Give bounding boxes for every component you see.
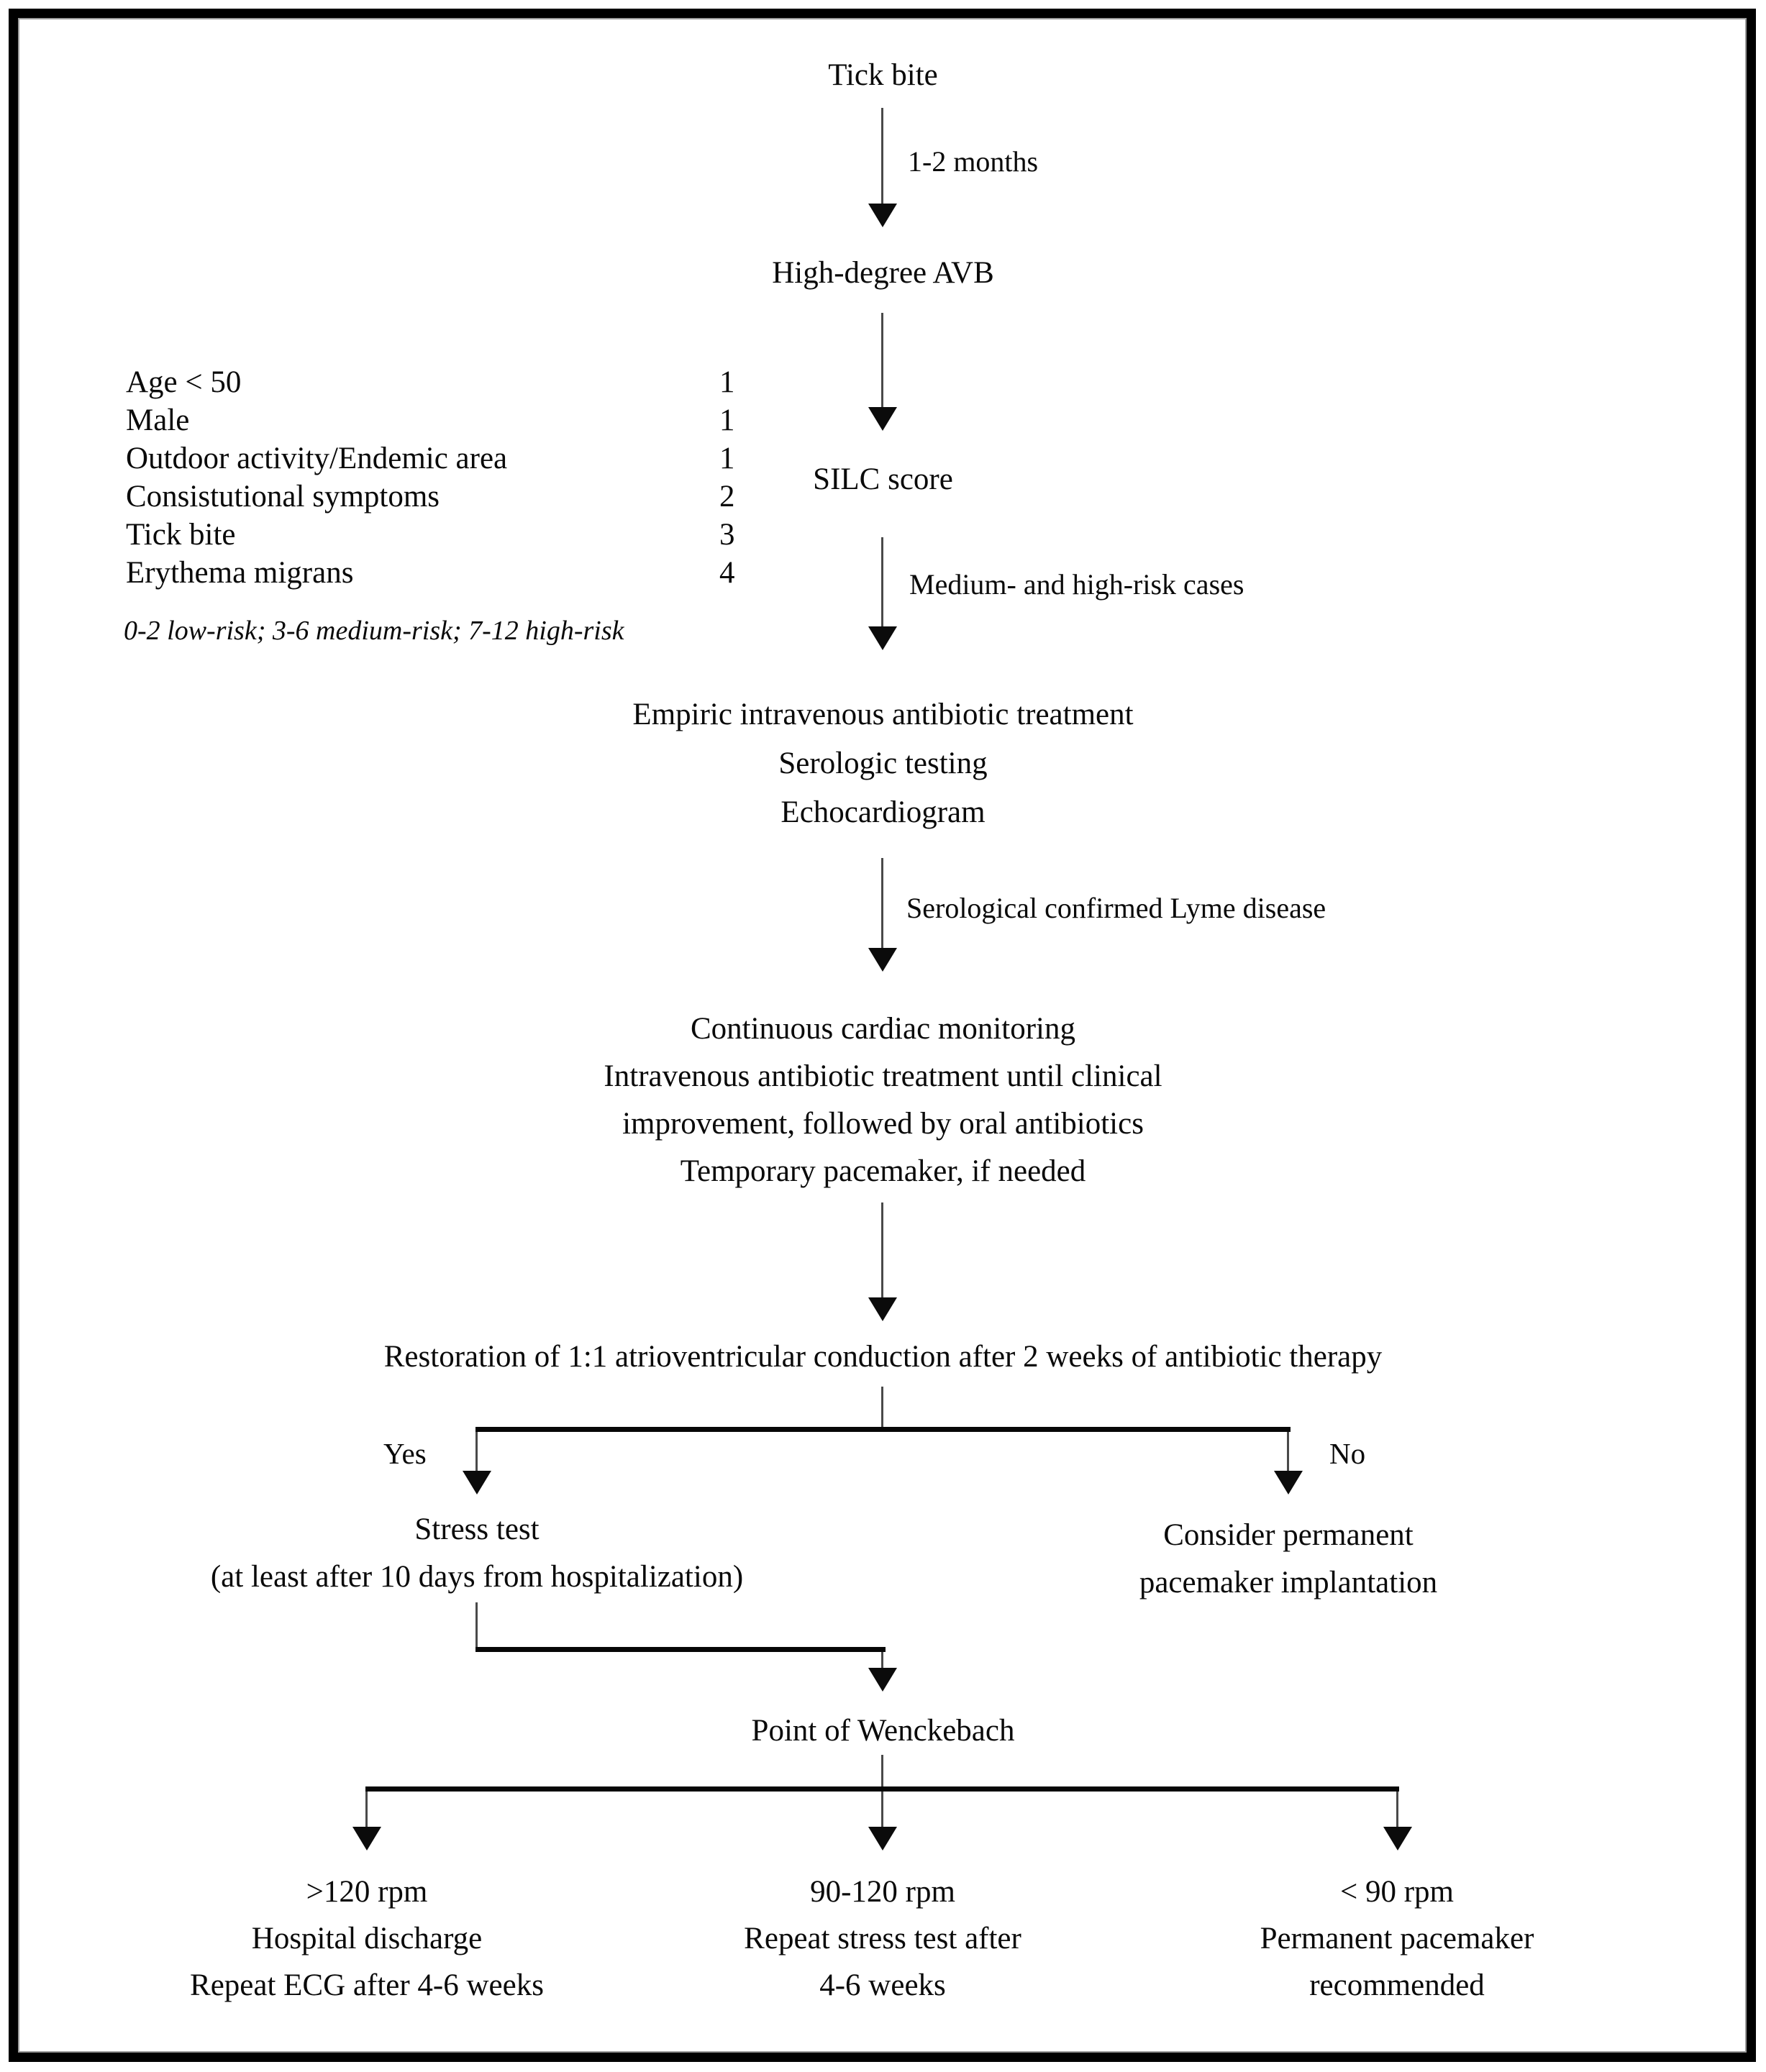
monitoring-line: improvement, followed by oral antibiotic… bbox=[622, 1107, 1144, 1141]
wenckebach-stub-line bbox=[881, 1755, 883, 1788]
edge-label-1-2-months: 1-2 months bbox=[908, 145, 1039, 178]
silc-row-label: Male bbox=[126, 403, 190, 437]
yes-branch-head bbox=[463, 1471, 491, 1494]
outcome-left-head bbox=[352, 1827, 381, 1850]
silc-criteria-points: 1 1 1 2 3 4 bbox=[719, 363, 735, 592]
outcome-gt120-line: >120 rpm bbox=[306, 1875, 428, 1909]
consider-pacemaker-line: pacemaker implantation bbox=[1139, 1566, 1438, 1599]
empiric-line: Serologic testing bbox=[778, 747, 988, 780]
elbow-arrow-line bbox=[881, 1652, 883, 1669]
outcome-right-head bbox=[1383, 1827, 1412, 1850]
silc-row-label: Consistutional symptoms bbox=[126, 480, 440, 514]
outcome-gt120-line: Repeat ECG after 4-6 weeks bbox=[190, 1968, 544, 2002]
outcome-gt120-line: Hospital discharge bbox=[251, 1922, 483, 1955]
elbow-horizontal-line bbox=[475, 1647, 886, 1652]
node-silc-score: SILC score bbox=[813, 462, 953, 496]
silc-row-points: 1 bbox=[719, 403, 735, 437]
node-monitoring: Continuous cardiac monitoring Intravenou… bbox=[0, 1005, 1766, 1195]
arrow-tick-to-avb-head bbox=[868, 204, 897, 227]
outcome-middle-line bbox=[881, 1792, 883, 1828]
outcome-middle-head bbox=[868, 1827, 897, 1850]
stress-test-line: Stress test bbox=[414, 1512, 540, 1546]
figure-border bbox=[9, 9, 1756, 2062]
stress-test-line: (at least after 10 days from hospitaliza… bbox=[210, 1560, 744, 1594]
arrow-avb-to-silc-line bbox=[881, 313, 883, 409]
node-empiric-treatment: Empiric intravenous antibiotic treatment… bbox=[0, 690, 1766, 837]
node-consider-pacemaker: Consider permanent pacemaker implantatio… bbox=[1037, 1512, 1540, 1607]
arrow-treatment-to-monitoring-head bbox=[868, 948, 897, 972]
consider-pacemaker-line: Consider permanent bbox=[1163, 1518, 1414, 1552]
split-horizontal-line bbox=[475, 1427, 1291, 1432]
silc-row-points: 2 bbox=[719, 480, 735, 514]
no-branch-line bbox=[1287, 1432, 1289, 1472]
silc-row-points: 4 bbox=[719, 556, 735, 590]
monitoring-line: Continuous cardiac monitoring bbox=[690, 1012, 1076, 1046]
edge-label-medium-high-risk: Medium- and high-risk cases bbox=[909, 568, 1244, 601]
outcome-90-120-line: 90-120 rpm bbox=[810, 1875, 955, 1909]
no-branch-head bbox=[1274, 1471, 1303, 1494]
node-tick-bite: Tick bite bbox=[828, 58, 938, 92]
empiric-line: Echocardiogram bbox=[780, 795, 986, 829]
silc-row-label: Erythema migrans bbox=[126, 556, 354, 590]
node-restoration-decision: Restoration of 1:1 atrioventricular cond… bbox=[383, 1340, 1383, 1374]
monitoring-line: Intravenous antibiotic treatment until c… bbox=[604, 1059, 1162, 1093]
outcome-right-line bbox=[1396, 1792, 1398, 1828]
arrow-tick-to-avb-line bbox=[881, 108, 883, 205]
silc-risk-legend: 0-2 low-risk; 3-6 medium-risk; 7-12 high… bbox=[124, 616, 624, 646]
arrow-monitoring-to-restoration-head bbox=[868, 1297, 897, 1321]
outcome-lt90-line: < 90 rpm bbox=[1339, 1875, 1455, 1909]
edge-label-yes: Yes bbox=[383, 1437, 427, 1470]
monitoring-line: Temporary pacemaker, if needed bbox=[680, 1154, 1086, 1188]
node-wenckebach: Point of Wenckebach bbox=[751, 1714, 1015, 1748]
silc-row-label: Age < 50 bbox=[126, 365, 242, 399]
node-outcome-gt120: >120 rpm Hospital discharge Repeat ECG a… bbox=[115, 1868, 619, 2009]
silc-row-points: 1 bbox=[719, 442, 735, 475]
outcome-lt90-line: recommended bbox=[1309, 1968, 1485, 2002]
split-stub-line bbox=[881, 1387, 883, 1428]
edge-label-serological-confirmed: Serological confirmed Lyme disease bbox=[906, 892, 1326, 924]
silc-row-points: 3 bbox=[719, 518, 735, 552]
silc-row-label: Outdoor activity/Endemic area bbox=[126, 442, 508, 475]
outcome-horizontal-line bbox=[365, 1786, 1399, 1792]
elbow-arrow-head bbox=[868, 1668, 897, 1692]
node-outcome-90-120: 90-120 rpm Repeat stress test after 4-6 … bbox=[631, 1868, 1134, 2009]
elbow-vertical-line bbox=[475, 1602, 478, 1648]
edge-label-no: No bbox=[1329, 1437, 1366, 1470]
yes-branch-line bbox=[475, 1432, 478, 1472]
silc-row-points: 1 bbox=[719, 365, 735, 399]
arrow-monitoring-to-restoration-line bbox=[881, 1202, 883, 1297]
outcome-90-120-line: Repeat stress test after bbox=[744, 1922, 1021, 1955]
node-stress-test: Stress test (at least after 10 days from… bbox=[101, 1506, 853, 1601]
arrow-treatment-to-monitoring-line bbox=[881, 858, 883, 949]
outcome-left-line bbox=[365, 1792, 368, 1828]
node-outcome-lt90: < 90 rpm Permanent pacemaker recommended bbox=[1145, 1868, 1649, 2009]
outcome-90-120-line: 4-6 weeks bbox=[819, 1968, 946, 2002]
silc-row-label: Tick bite bbox=[126, 518, 236, 552]
arrow-silc-to-treatment-line bbox=[881, 537, 883, 628]
outcome-lt90-line: Permanent pacemaker bbox=[1260, 1922, 1534, 1955]
silc-criteria-labels: Age < 50 Male Outdoor activity/Endemic a… bbox=[126, 363, 507, 592]
empiric-line: Empiric intravenous antibiotic treatment bbox=[632, 698, 1134, 731]
arrow-avb-to-silc-head bbox=[868, 407, 897, 431]
arrow-silc-to-treatment-head bbox=[868, 626, 897, 650]
node-high-degree-avb: High-degree AVB bbox=[772, 256, 994, 290]
